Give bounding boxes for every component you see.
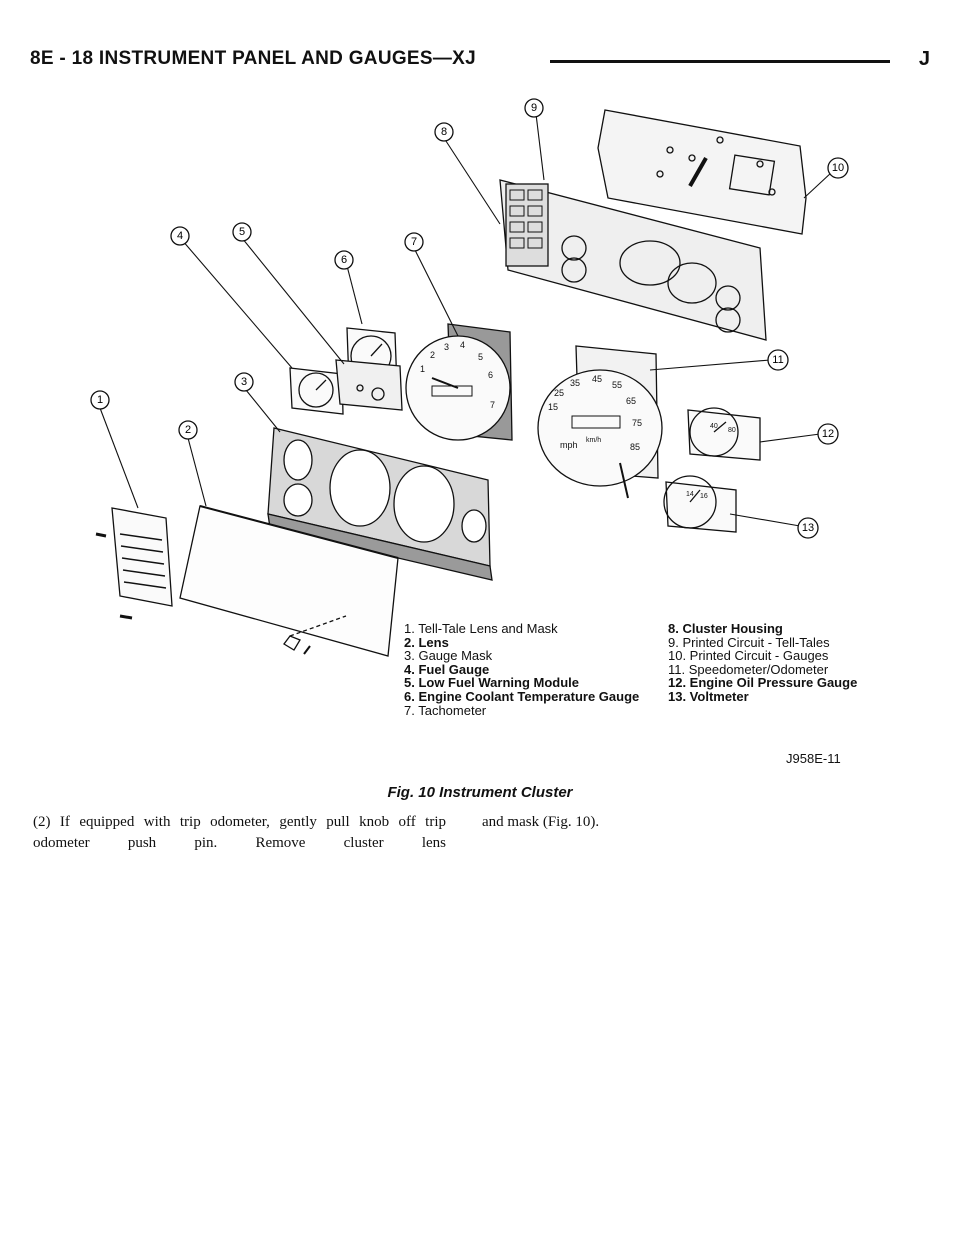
legend-item-3: 3. Gauge Mask <box>404 648 493 664</box>
legend-item-5: 5. Low Fuel Warning Module <box>404 675 580 691</box>
svg-text:2: 2 <box>185 424 191 436</box>
voltmeter-part <box>663 475 737 533</box>
speedo-mark-65: 65 <box>626 396 636 406</box>
volt-mark-16: 16 <box>700 493 708 500</box>
body-text-right: and mask (Fig. 10). <box>482 814 600 830</box>
header-rule <box>550 60 890 63</box>
callout-11: 11 <box>767 349 789 371</box>
legend-item-7: 7. Tachometer <box>404 702 487 718</box>
legend-item-1: 1. Tell-Tale Lens and Mask <box>404 621 558 636</box>
legend-left: 1. Tell-Tale Lens and Mask 2. Lens 3. Ga… <box>404 622 639 717</box>
speedometer-part <box>537 345 663 499</box>
callout-3: 3 <box>234 372 254 392</box>
figure-id: J958E-11 <box>786 751 841 766</box>
speedo-mark-55: 55 <box>612 380 622 390</box>
legend-item-4: 4. Fuel Gauge <box>404 661 490 677</box>
svg-text:12: 12 <box>822 428 834 440</box>
legend-item-10: 10. Printed Circuit - Gauges <box>668 648 829 664</box>
oil-gauge-part <box>687 407 761 461</box>
lens-part <box>179 505 399 657</box>
legend-right: 8. Cluster Housing 9. Printed Circuit - … <box>668 622 857 704</box>
figure-caption: Fig. 10 Instrument Cluster <box>387 784 573 801</box>
tach-mark-5: 5 <box>478 352 483 362</box>
callout-2: 2 <box>178 420 198 440</box>
legend-item-2: 2. Lens <box>404 634 449 650</box>
low-fuel-module-part <box>335 359 403 411</box>
callout-8: 8 <box>434 122 454 142</box>
legend-item-9: 9. Printed Circuit - Tell-Tales <box>668 634 830 650</box>
page-header: 8E - 18 INSTRUMENT PANEL AND GAUGES—XJ J <box>30 40 930 80</box>
svg-text:8: 8 <box>441 126 447 138</box>
callout-7: 7 <box>404 232 424 252</box>
speedo-unit-kmh: km/h <box>586 437 601 444</box>
svg-text:11: 11 <box>772 354 783 366</box>
callout-13: 13 <box>797 517 819 539</box>
section-title: 8E - 18 INSTRUMENT PANEL AND GAUGES—XJ <box>30 48 487 70</box>
speedo-mark-85: 85 <box>630 442 640 452</box>
tachometer-part <box>405 323 513 441</box>
svg-text:1: 1 <box>97 394 103 406</box>
legend-item-13: 13. Voltmeter <box>668 688 749 704</box>
speedo-unit-mph: mph <box>560 440 578 450</box>
speedo-mark-35: 35 <box>570 378 580 388</box>
callout-1: 1 <box>90 390 110 410</box>
speedo-mark-15: 15 <box>548 402 558 412</box>
svg-text:4: 4 <box>177 230 183 242</box>
telltale-lens-part <box>95 507 173 620</box>
tach-mark-2: 2 <box>430 350 435 360</box>
tach-mark-1: 1 <box>420 364 425 374</box>
tach-mark-6: 6 <box>488 370 493 380</box>
speedo-mark-25: 25 <box>554 388 564 398</box>
section-letter: J <box>918 48 930 70</box>
svg-text:7: 7 <box>411 236 417 248</box>
callout-6: 6 <box>334 250 354 270</box>
oil-mark-80: 80 <box>728 427 736 434</box>
gauge-mask-part <box>267 427 493 581</box>
svg-text:9: 9 <box>531 102 537 114</box>
legend-item-6: 6. Engine Coolant Temperature Gauge <box>404 688 640 704</box>
exploded-view-drawing: 1 2 3 4 5 6 7 15 25 35 45 55 65 75 85 mp… <box>90 98 849 657</box>
svg-text:5: 5 <box>239 226 245 238</box>
printed-circuit-gauges-part <box>597 109 807 235</box>
callout-4: 4 <box>170 226 190 246</box>
callout-12: 12 <box>817 423 839 445</box>
body-text-left: (2) If equipped with trip odometer, gent… <box>33 814 446 851</box>
instrument-cluster-figure: 1 2 3 4 5 6 7 15 25 35 45 55 65 75 85 mp… <box>60 88 900 778</box>
svg-text:10: 10 <box>832 162 844 174</box>
callout-9: 9 <box>524 98 544 118</box>
svg-text:6: 6 <box>341 254 347 266</box>
speedo-mark-45: 45 <box>592 374 602 384</box>
volt-mark-14: 14 <box>686 491 694 498</box>
speedo-mark-75: 75 <box>632 418 642 428</box>
tach-mark-7: 7 <box>490 400 495 410</box>
cluster-housing-part <box>499 179 767 341</box>
legend-item-12: 12. Engine Oil Pressure Gauge <box>668 675 858 691</box>
svg-text:13: 13 <box>802 522 814 534</box>
callout-10: 10 <box>827 157 849 179</box>
tach-mark-3: 3 <box>444 342 449 352</box>
oil-mark-40: 40 <box>710 423 718 430</box>
legend-item-8: 8. Cluster Housing <box>668 621 783 636</box>
fuel-gauge-part <box>289 367 344 415</box>
svg-text:3: 3 <box>241 376 247 388</box>
tach-mark-4: 4 <box>460 340 465 350</box>
legend-item-11: 11. Speedometer/Odometer <box>668 661 829 677</box>
callout-5: 5 <box>232 222 252 242</box>
